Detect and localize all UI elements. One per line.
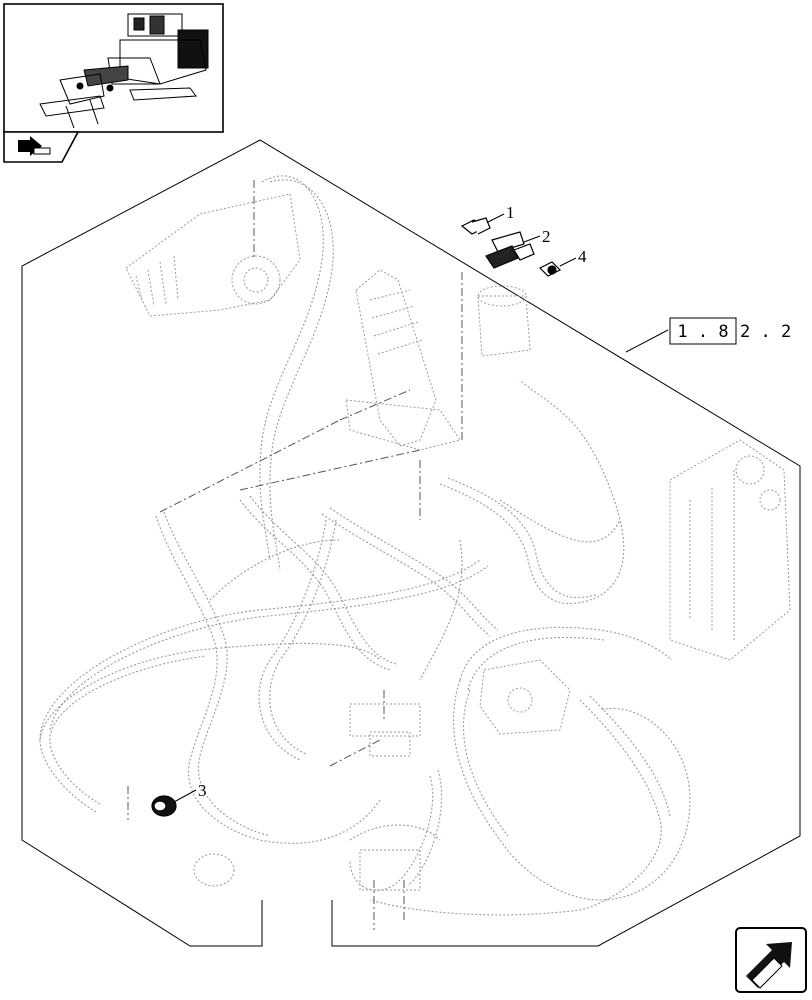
part-3-fitting[interactable] bbox=[151, 795, 177, 817]
tractor-thumbnail-drawing bbox=[39, 13, 209, 129]
back-arrow-icon bbox=[18, 136, 51, 156]
navigate-back-icon bbox=[746, 942, 792, 989]
reference-box[interactable] bbox=[669, 317, 737, 345]
part-2-tee[interactable] bbox=[485, 231, 535, 269]
thumbnail-tab bbox=[3, 131, 80, 163]
ghosted-components bbox=[125, 193, 791, 891]
connection-centerlines bbox=[127, 180, 463, 930]
callout-labels: 1 2 4 3 bbox=[198, 203, 587, 800]
callout-4[interactable]: 4 bbox=[578, 247, 587, 266]
part-1-fitting[interactable] bbox=[460, 217, 491, 235]
part-4-fitting[interactable] bbox=[538, 261, 562, 277]
reference-boxed-text: 1 . 8 bbox=[677, 322, 728, 342]
reference-link[interactable]: 1 . 8 2 . 2 bbox=[625, 317, 791, 353]
callout-1[interactable]: 1 bbox=[506, 203, 515, 222]
overview-thumbnail[interactable] bbox=[3, 3, 224, 163]
assembly-outline bbox=[21, 139, 801, 947]
hose-network bbox=[39, 175, 691, 916]
navigate-back-button[interactable] bbox=[735, 927, 807, 993]
reference-rest-text: 2 . 2 bbox=[740, 322, 791, 342]
callout-3[interactable]: 3 bbox=[198, 781, 207, 800]
callout-2[interactable]: 2 bbox=[542, 227, 551, 246]
callout-leaders bbox=[173, 213, 577, 803]
